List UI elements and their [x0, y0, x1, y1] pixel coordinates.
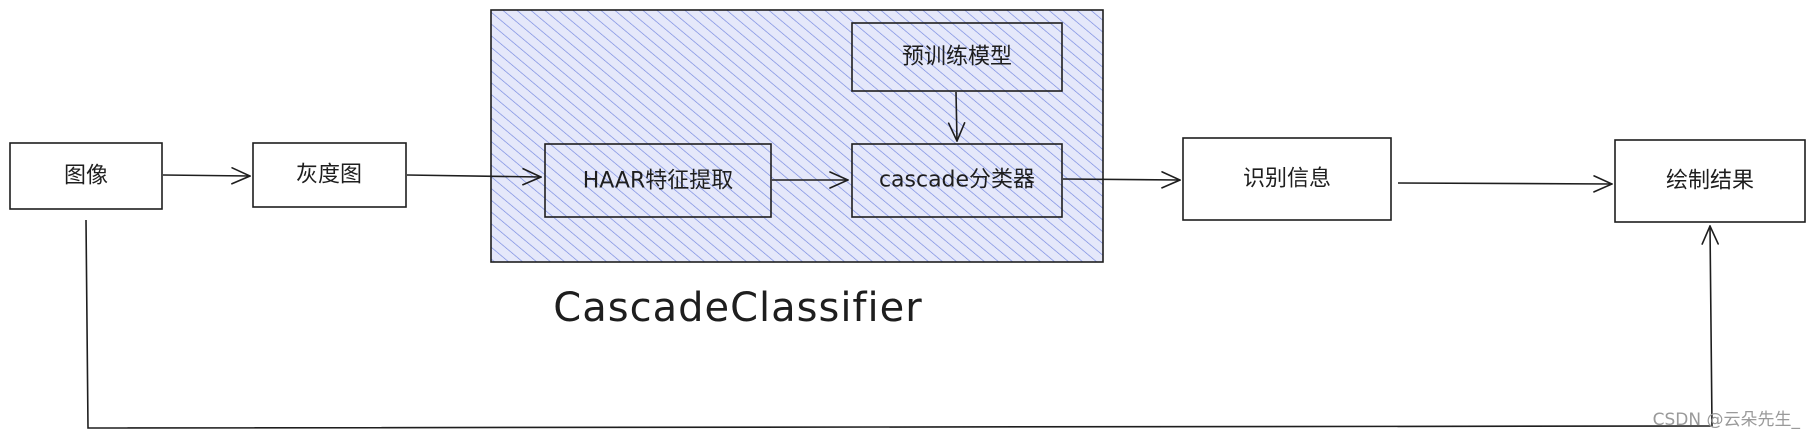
node-image: 图像 — [9, 142, 163, 210]
group-caption: CascadeClassifier — [553, 285, 922, 331]
node-haar: HAAR特征提取 — [544, 143, 772, 218]
node-grayscale-label: 灰度图 — [296, 163, 362, 188]
arrow-grayscale-to-haar — [406, 175, 541, 177]
watermark: CSDN @云朵先生_ — [1653, 410, 1801, 430]
node-grayscale: 灰度图 — [252, 142, 407, 208]
node-image-label: 图像 — [64, 164, 108, 189]
node-cascade-label: cascade分类器 — [879, 168, 1035, 193]
node-pretrained-label: 预训练模型 — [902, 45, 1012, 70]
arrow-cascade-to-recognition — [1062, 179, 1180, 180]
cascade-classifier-group — [490, 9, 1104, 263]
arrow-recognition-to-draw — [1397, 183, 1612, 184]
node-haar-label: HAAR特征提取 — [583, 169, 734, 194]
node-draw-label: 绘制结果 — [1666, 169, 1754, 194]
arrow-pretrained-to-cascade — [956, 91, 957, 141]
node-recognition: 识别信息 — [1182, 137, 1392, 221]
node-cascade: cascade分类器 — [851, 143, 1063, 218]
node-pretrained: 预训练模型 — [851, 22, 1063, 92]
node-recognition-label: 识别信息 — [1243, 167, 1331, 192]
arrow-image-to-draw-bypass — [85, 219, 1712, 429]
arrow-image-to-grayscale — [162, 175, 250, 176]
node-draw: 绘制结果 — [1614, 139, 1806, 223]
